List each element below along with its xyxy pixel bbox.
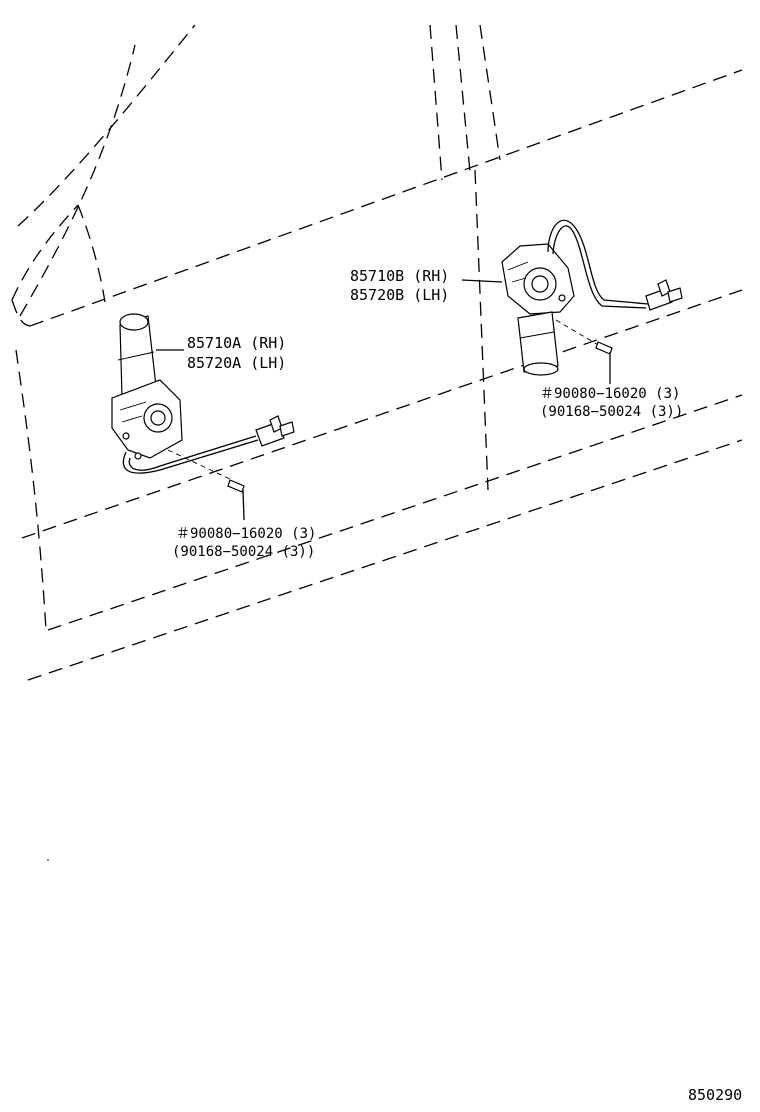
leader-line-motor-a-dash (167, 449, 233, 481)
stray-mark (47, 859, 49, 861)
motor-a-lh-label: 85720A (LH) (187, 354, 286, 372)
motor-a-rh-label: 85710A (RH) (187, 334, 286, 352)
screw-right-alternate-label: (90168−50024 (3)) (540, 404, 683, 420)
window-motor-a (111, 313, 295, 474)
leader-line-motor-b-dash (555, 319, 601, 347)
leader-line-motor-b (461, 279, 503, 283)
screw-left-alternate-label: (90168−50024 (3)) (172, 544, 315, 560)
screw-left-primary-label: ＃90080−16020 (3) (176, 526, 316, 542)
door-outline (11, 24, 743, 681)
screw-right (595, 341, 613, 384)
figure-number: 850290 (688, 1086, 742, 1104)
screw-left (227, 479, 245, 521)
motor-b-rh-label: 85710B (RH) (350, 267, 449, 285)
screw-right-primary-label: ＃90080−16020 (3) (540, 386, 680, 402)
window-motor-b (501, 219, 683, 376)
motor-b-lh-label: 85720B (LH) (350, 286, 449, 304)
